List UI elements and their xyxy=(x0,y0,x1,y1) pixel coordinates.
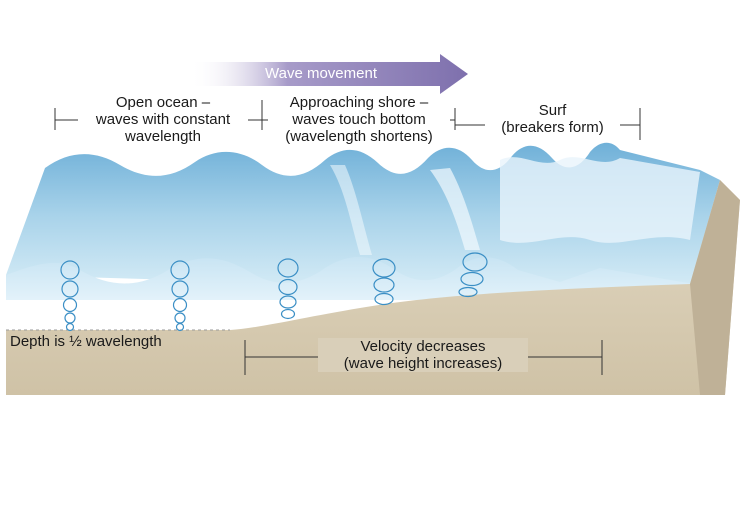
wave-movement-label: Wave movement xyxy=(265,65,377,82)
orbital-motion-columns xyxy=(60,252,488,332)
wave-movement-arrow xyxy=(190,54,468,94)
water-front-face xyxy=(6,256,700,300)
velocity-line2: (wave height increases) xyxy=(343,355,503,372)
zone-approaching-line2: waves touch bottom xyxy=(292,111,426,128)
zone-approaching-line3: (wavelength shortens) xyxy=(285,128,433,145)
depth-label: Depth is ½ wavelength xyxy=(10,333,162,350)
orbit-column-4 xyxy=(372,258,396,306)
zone-open-ocean-line1: Open ocean – xyxy=(115,94,211,111)
zone-open-ocean-line3: wavelength xyxy=(125,128,201,145)
orbit-column-2 xyxy=(170,260,190,332)
velocity-line1: Velocity decreases xyxy=(360,338,486,355)
orbit-column-1 xyxy=(60,260,80,332)
zone-approaching-line1: Approaching shore – xyxy=(289,94,429,111)
zone-approaching-shore-label: Approaching shore – waves touch bottom (… xyxy=(268,94,450,145)
velocity-label: Velocity decreases (wave height increase… xyxy=(318,338,528,372)
ocean-surface xyxy=(6,142,720,290)
zone-surf-line1: Surf xyxy=(538,102,567,119)
seabed xyxy=(6,180,740,395)
orbit-column-5 xyxy=(458,252,488,298)
zone-open-ocean-line2: waves with constant xyxy=(95,111,231,128)
zone-surf-line2: (breakers form) xyxy=(501,119,604,136)
zone-open-ocean-label: Open ocean – waves with constant wavelen… xyxy=(78,94,248,145)
zone-surf-label: Surf (breakers form) xyxy=(485,102,620,136)
orbit-column-3 xyxy=(277,258,299,320)
